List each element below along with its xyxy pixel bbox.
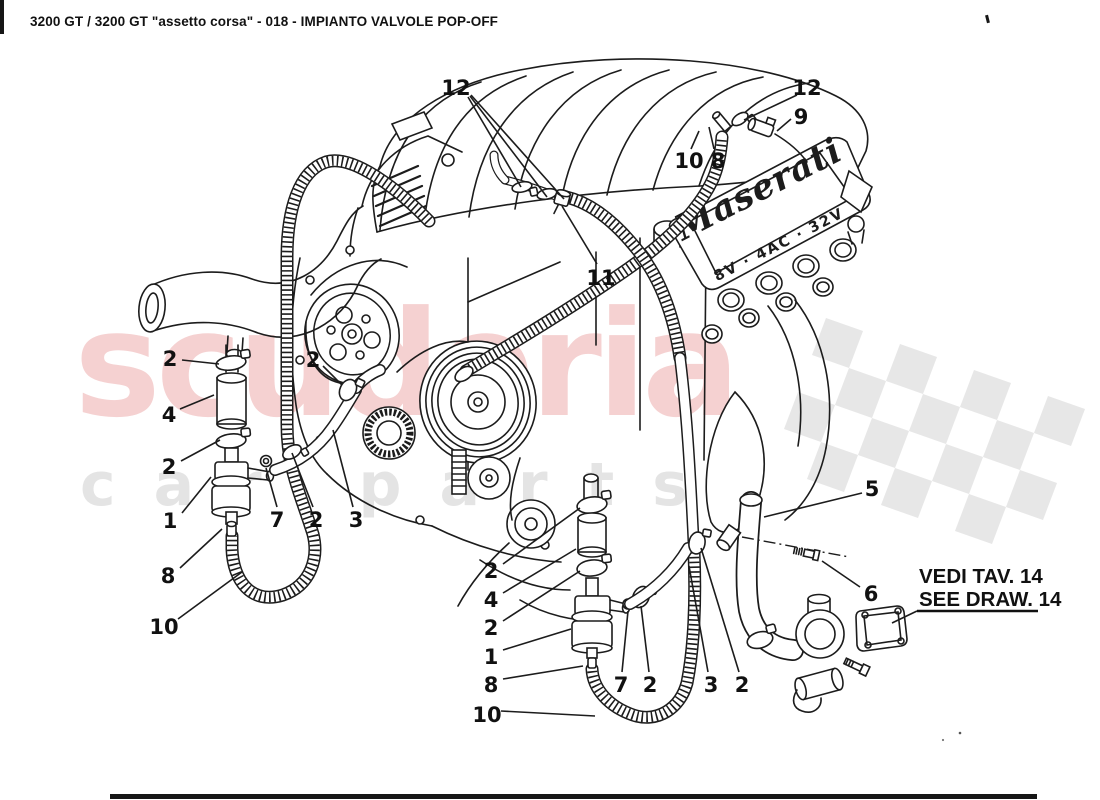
valve-stack-left: [211, 344, 275, 537]
callout-12: 12: [792, 76, 821, 100]
corrugated-hose-right: [559, 190, 702, 724]
callout-10: 10: [149, 615, 178, 639]
flag-cell: [886, 344, 937, 394]
callout-10: 10: [674, 149, 703, 173]
flag-cell: [983, 420, 1034, 470]
callout-7: 7: [614, 673, 629, 697]
engine-line-art: Maserati 8V · 4AC · 32V: [138, 58, 908, 724]
callout-4: 4: [162, 403, 177, 427]
callout-6: 6: [864, 582, 879, 606]
callout-1: 1: [163, 509, 178, 533]
flag-cell: [835, 368, 886, 418]
valve-9: [747, 116, 777, 138]
popoff-valve-assembly: [792, 593, 908, 713]
scan-artifact-bottom: [110, 794, 1037, 799]
callout-2: 2: [306, 348, 321, 372]
callout-10: 10: [472, 703, 501, 727]
valve-stack-center: [571, 473, 712, 669]
hose-end-fitting-8: [711, 111, 732, 133]
clamp-icon: [511, 180, 539, 197]
callout-12: 12: [441, 76, 470, 100]
flag-cell: [858, 418, 909, 468]
flag-cell: [812, 318, 863, 368]
callout-8: 8: [711, 149, 726, 173]
callout-3: 3: [704, 673, 719, 697]
callout-2: 2: [309, 508, 324, 532]
callout-8: 8: [484, 673, 499, 697]
page-title: 3200 GT / 3200 GT "assetto corsa" - 018 …: [30, 14, 499, 29]
checkered-flag: [784, 318, 1085, 544]
callout-11: 11: [586, 266, 615, 290]
callout-9: 9: [794, 105, 809, 129]
callout-5: 5: [865, 477, 880, 501]
reference-note: VEDI TAV. 14 SEE DRAW. 14: [891, 565, 1062, 624]
flag-cell: [1006, 470, 1057, 520]
flag-cell: [960, 370, 1011, 420]
flag-cell: [1034, 396, 1085, 446]
flag-cell: [955, 494, 1006, 544]
callout-2: 2: [163, 347, 178, 371]
scan-artifact-left: [0, 0, 4, 34]
bolt-6: [792, 546, 821, 562]
j-hose-5: [716, 491, 804, 661]
callout-2: 2: [643, 673, 658, 697]
flag-cell: [909, 394, 960, 444]
elbow-hose-left: [269, 364, 386, 476]
callout-2: 2: [162, 455, 177, 479]
leader-lines: [177, 94, 863, 717]
callout-1: 1: [484, 645, 499, 669]
flag-cell: [784, 392, 835, 442]
callout-2: 2: [484, 616, 499, 640]
callout-2: 2: [735, 673, 750, 697]
reference-note-line1: VEDI TAV. 14: [919, 565, 1043, 588]
flag-cell: [932, 444, 983, 494]
callout-7: 7: [270, 508, 285, 532]
flag-cell: [807, 442, 858, 492]
callout-2: 2: [484, 559, 499, 583]
reference-note-line2: SEE DRAW. 14: [919, 588, 1062, 611]
callout-8: 8: [161, 564, 176, 588]
flag-cell: [881, 468, 932, 518]
callout-3: 3: [349, 508, 364, 532]
callout-4: 4: [484, 588, 499, 612]
